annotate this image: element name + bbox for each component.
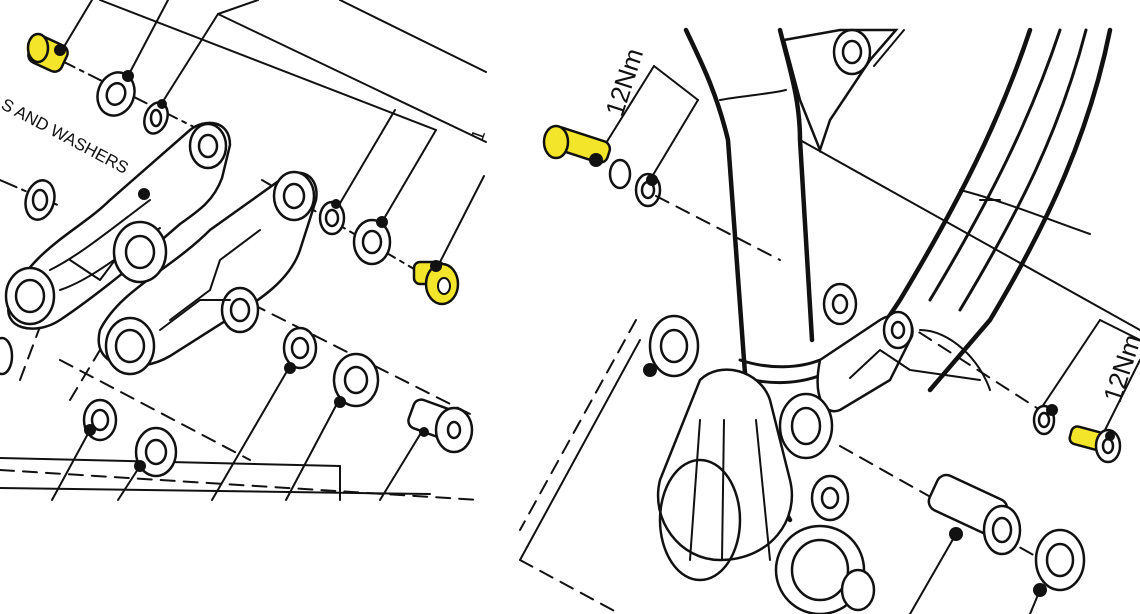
washer-lower-1: [282, 326, 318, 374]
highlighted-bolt-top-right-panel: [542, 124, 612, 167]
bearing-right-panel-left: [643, 314, 700, 378]
highlighted-bolt-top-left: [26, 32, 69, 73]
bottom-bracket-shell: [656, 368, 866, 614]
pivot-link-assembly: [778, 282, 991, 460]
highlighted-bolt-right-panel: [1068, 425, 1122, 464]
washer-right-1: [318, 199, 346, 236]
torque-leader-right: [1039, 319, 1140, 433]
axle-lower: [407, 398, 474, 454]
bearing-right-panel-lower: [1029, 528, 1086, 614]
washer-top-2: [143, 99, 169, 135]
washer-right-panel-right: [1032, 404, 1058, 436]
left-panel-linkage-view: S AND WASHERS 1: [0, 0, 489, 501]
bearing-lower-1: [332, 352, 380, 408]
lower-pivot-stack: [810, 474, 876, 612]
right-panel-frame-view: 12Nm: [519, 27, 1140, 614]
washer-left-2: [0, 336, 14, 376]
top-frame-mount: [782, 28, 905, 154]
washer-lower-left: [82, 398, 118, 442]
torque-label-top: 12Nm: [599, 45, 649, 120]
left-leader-lines: [61, 0, 487, 267]
washer-top-1: [96, 70, 136, 117]
torque-leader-top: [597, 65, 699, 181]
washer-top-right-panel: [608, 158, 662, 208]
bearing-right-1: [352, 216, 392, 266]
bearing-lower-left: [134, 426, 178, 478]
washer-left-1: [24, 179, 56, 221]
torque-label-right: 12Nm: [1097, 331, 1140, 406]
partial-side-label: 1: [467, 127, 489, 143]
rocker-link-front-plate: [97, 170, 318, 376]
axle-right-panel: [909, 473, 1022, 614]
frame-tubes: [683, 27, 1113, 523]
highlighted-bolt-right: [412, 260, 460, 306]
rocker-link-part: [4, 121, 232, 330]
